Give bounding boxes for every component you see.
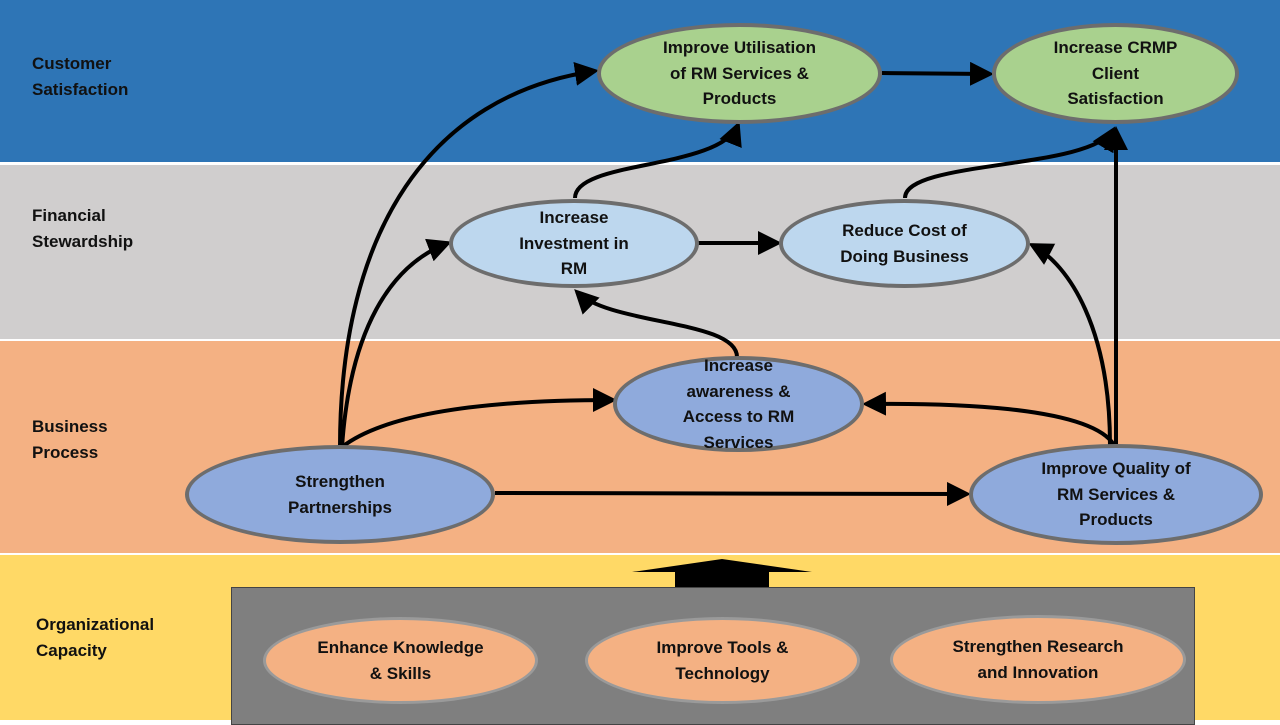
arrow-partnerships-to-investment (340, 238, 452, 448)
band-label-business-process: Business Process (32, 417, 108, 462)
arrow-utilisation-to-satisfaction (881, 61, 994, 86)
arrow-awareness-to-investment (574, 289, 739, 358)
node-increase-investment: Increase Investment in RM (449, 199, 699, 288)
node-increase-client-satisfaction: Increase CRMP Client Satisfaction (992, 23, 1239, 124)
node-enhance-knowledge: Enhance Knowledge & Skills (263, 617, 538, 704)
arrow-capacity-up (632, 559, 812, 587)
arrow-partnerships-to-awareness (340, 388, 617, 449)
arrow-quality-to-cost (1028, 243, 1112, 446)
node-improve-tools: Improve Tools & Technology (585, 617, 860, 704)
arrow-partnerships-to-utilisation (338, 62, 599, 448)
node-strengthen-research: Strengthen Research and Innovation (890, 615, 1186, 704)
arrow-partnerships-to-quality (494, 481, 971, 506)
node-improve-utilisation: Improve Utilisation of RM Services & Pro… (597, 23, 882, 124)
band-label-financial-stewardship: Financial Stewardship (32, 206, 134, 251)
band-label-customer-satisfaction: Customer Satisfaction (32, 54, 129, 99)
node-strengthen-partnerships: Strengthen Partnerships (185, 445, 495, 544)
node-increase-awareness: Increase awareness & Access to RM Servic… (613, 356, 864, 452)
node-improve-quality: Improve Quality of RM Services & Product… (969, 444, 1263, 545)
band-label-organizational-capacity: Organizational Capacity (36, 615, 155, 660)
arrow-investment-to-utilisation (573, 121, 742, 199)
node-reduce-cost: Reduce Cost of Doing Business (779, 199, 1030, 288)
arrow-cost-to-satisfaction (903, 126, 1116, 199)
arrow-quality-to-awareness (862, 391, 1116, 447)
